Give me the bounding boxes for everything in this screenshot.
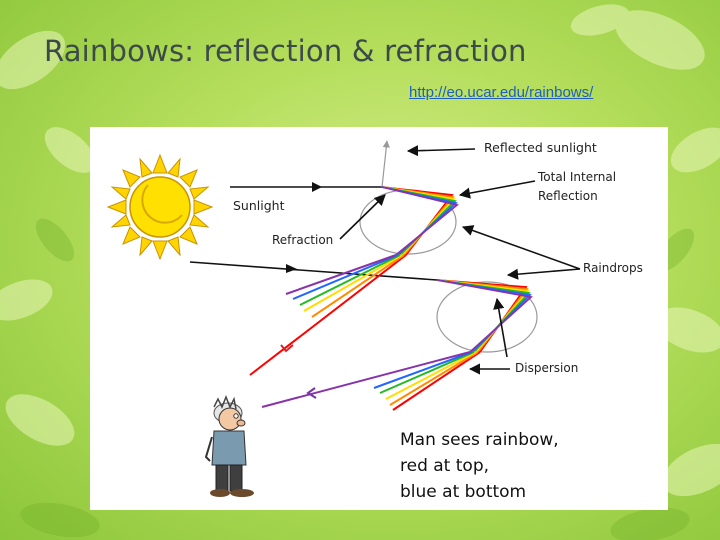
red-ray-arrowhead bbox=[280, 344, 294, 353]
caption-line-3: blue at bottom bbox=[400, 482, 527, 502]
purple-ray-arrowhead bbox=[306, 387, 317, 399]
upper-drop-exit-fan bbox=[249, 254, 407, 376]
label-sunlight: Sunlight bbox=[233, 198, 285, 213]
caption: Man sees rainbow, red at top, blue at bo… bbox=[400, 427, 559, 505]
reflected-sunlight-ray bbox=[381, 140, 390, 188]
label-dispersion: Dispersion bbox=[515, 361, 579, 375]
source-link[interactable]: http://eo.ucar.edu/rainbows/ bbox=[409, 84, 594, 101]
label-raindrops: Raindrops bbox=[583, 261, 643, 275]
sunlight-ray-upper-arrowhead bbox=[312, 182, 322, 192]
pointer-dispersion-up bbox=[493, 297, 508, 358]
label-refraction: Refraction bbox=[272, 233, 334, 247]
label-reflected-sunlight: Reflected sunlight bbox=[484, 140, 597, 155]
pointer-raindrops-upper bbox=[461, 225, 581, 270]
sunlight-ray-lower bbox=[189, 261, 438, 281]
pointer-refraction bbox=[339, 194, 386, 240]
label-total-internal-1: Total Internal bbox=[538, 170, 617, 184]
pointer-raindrops-lower bbox=[506, 268, 581, 280]
upper-drop-spectrum bbox=[381, 186, 459, 256]
man-figure-icon bbox=[204, 394, 254, 497]
caption-line-2: red at top, bbox=[400, 456, 490, 476]
diagram-graphics bbox=[106, 140, 581, 497]
pointer-total-internal bbox=[458, 180, 536, 199]
label-total-internal-2: Reflection bbox=[538, 189, 598, 203]
lower-drop-exit-fan bbox=[261, 351, 481, 411]
pointer-reflected bbox=[406, 145, 476, 157]
rainbow-diagram: Reflected sunlight Total Internal Reflec… bbox=[90, 127, 668, 510]
raindrop-lower bbox=[436, 281, 538, 353]
sunlight-ray-lower-arrowhead bbox=[286, 264, 297, 273]
lower-drop-spectrum bbox=[436, 279, 533, 353]
slide-title: Rainbows: reflection & refraction bbox=[44, 34, 527, 68]
caption-line-1: Man sees rainbow, bbox=[400, 430, 559, 450]
sun-icon bbox=[106, 153, 214, 261]
